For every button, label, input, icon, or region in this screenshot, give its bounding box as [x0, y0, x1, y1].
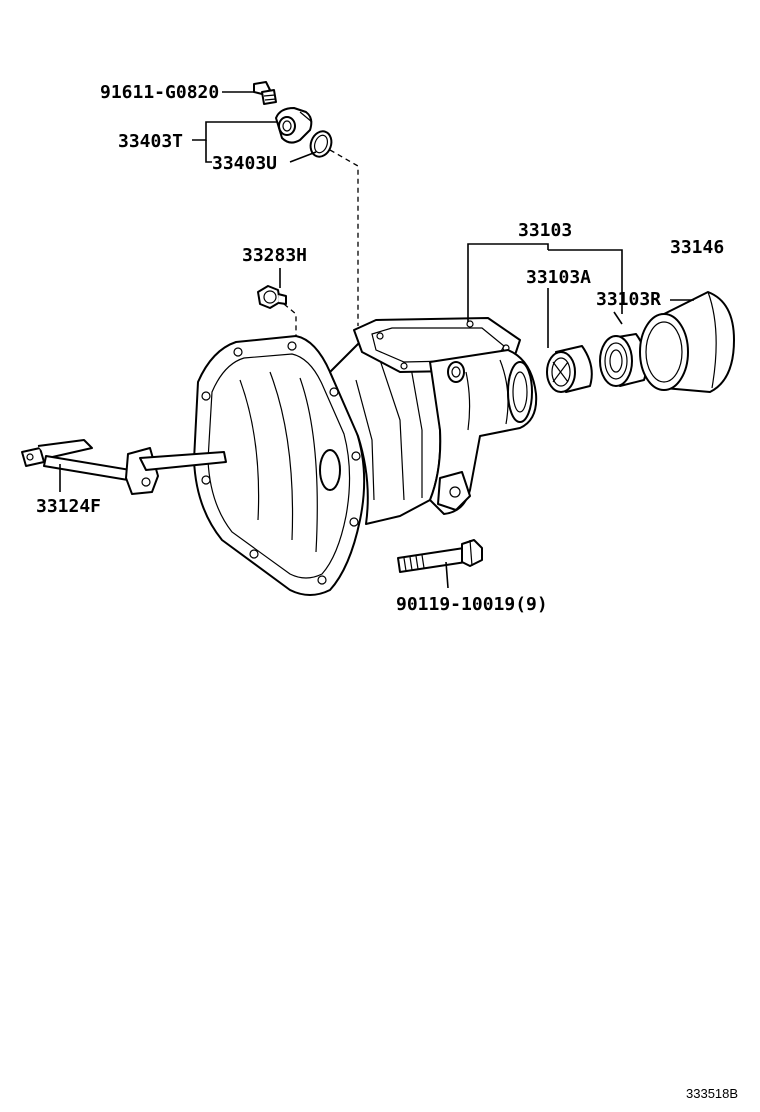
label-bolt-top: 91611-G0820 — [100, 82, 219, 103]
label-lever: 33124F — [36, 496, 101, 517]
label-bushing: 33103A — [526, 267, 591, 288]
label-plug: 33283H — [242, 245, 307, 266]
label-oring: 33403U — [212, 153, 277, 174]
plug-part — [257, 285, 287, 309]
diagram-reference: 333518B — [686, 1086, 738, 1101]
bolt-main-part — [397, 539, 483, 573]
lever-part — [21, 439, 227, 495]
sensor-part — [275, 107, 313, 144]
cover-part — [639, 291, 735, 393]
transmission-case — [193, 317, 538, 596]
label-sensor: 33403T — [118, 131, 183, 152]
leader-lines — [59, 91, 694, 589]
label-extension: 33103 — [518, 220, 572, 241]
oring-part — [309, 130, 333, 158]
label-seal: 33103R — [596, 289, 661, 310]
bolt-top-part — [253, 81, 277, 105]
label-bolt-main: 90119-10019(9) — [396, 594, 548, 615]
label-cover: 33146 — [670, 237, 724, 258]
bushing-part — [546, 345, 593, 393]
